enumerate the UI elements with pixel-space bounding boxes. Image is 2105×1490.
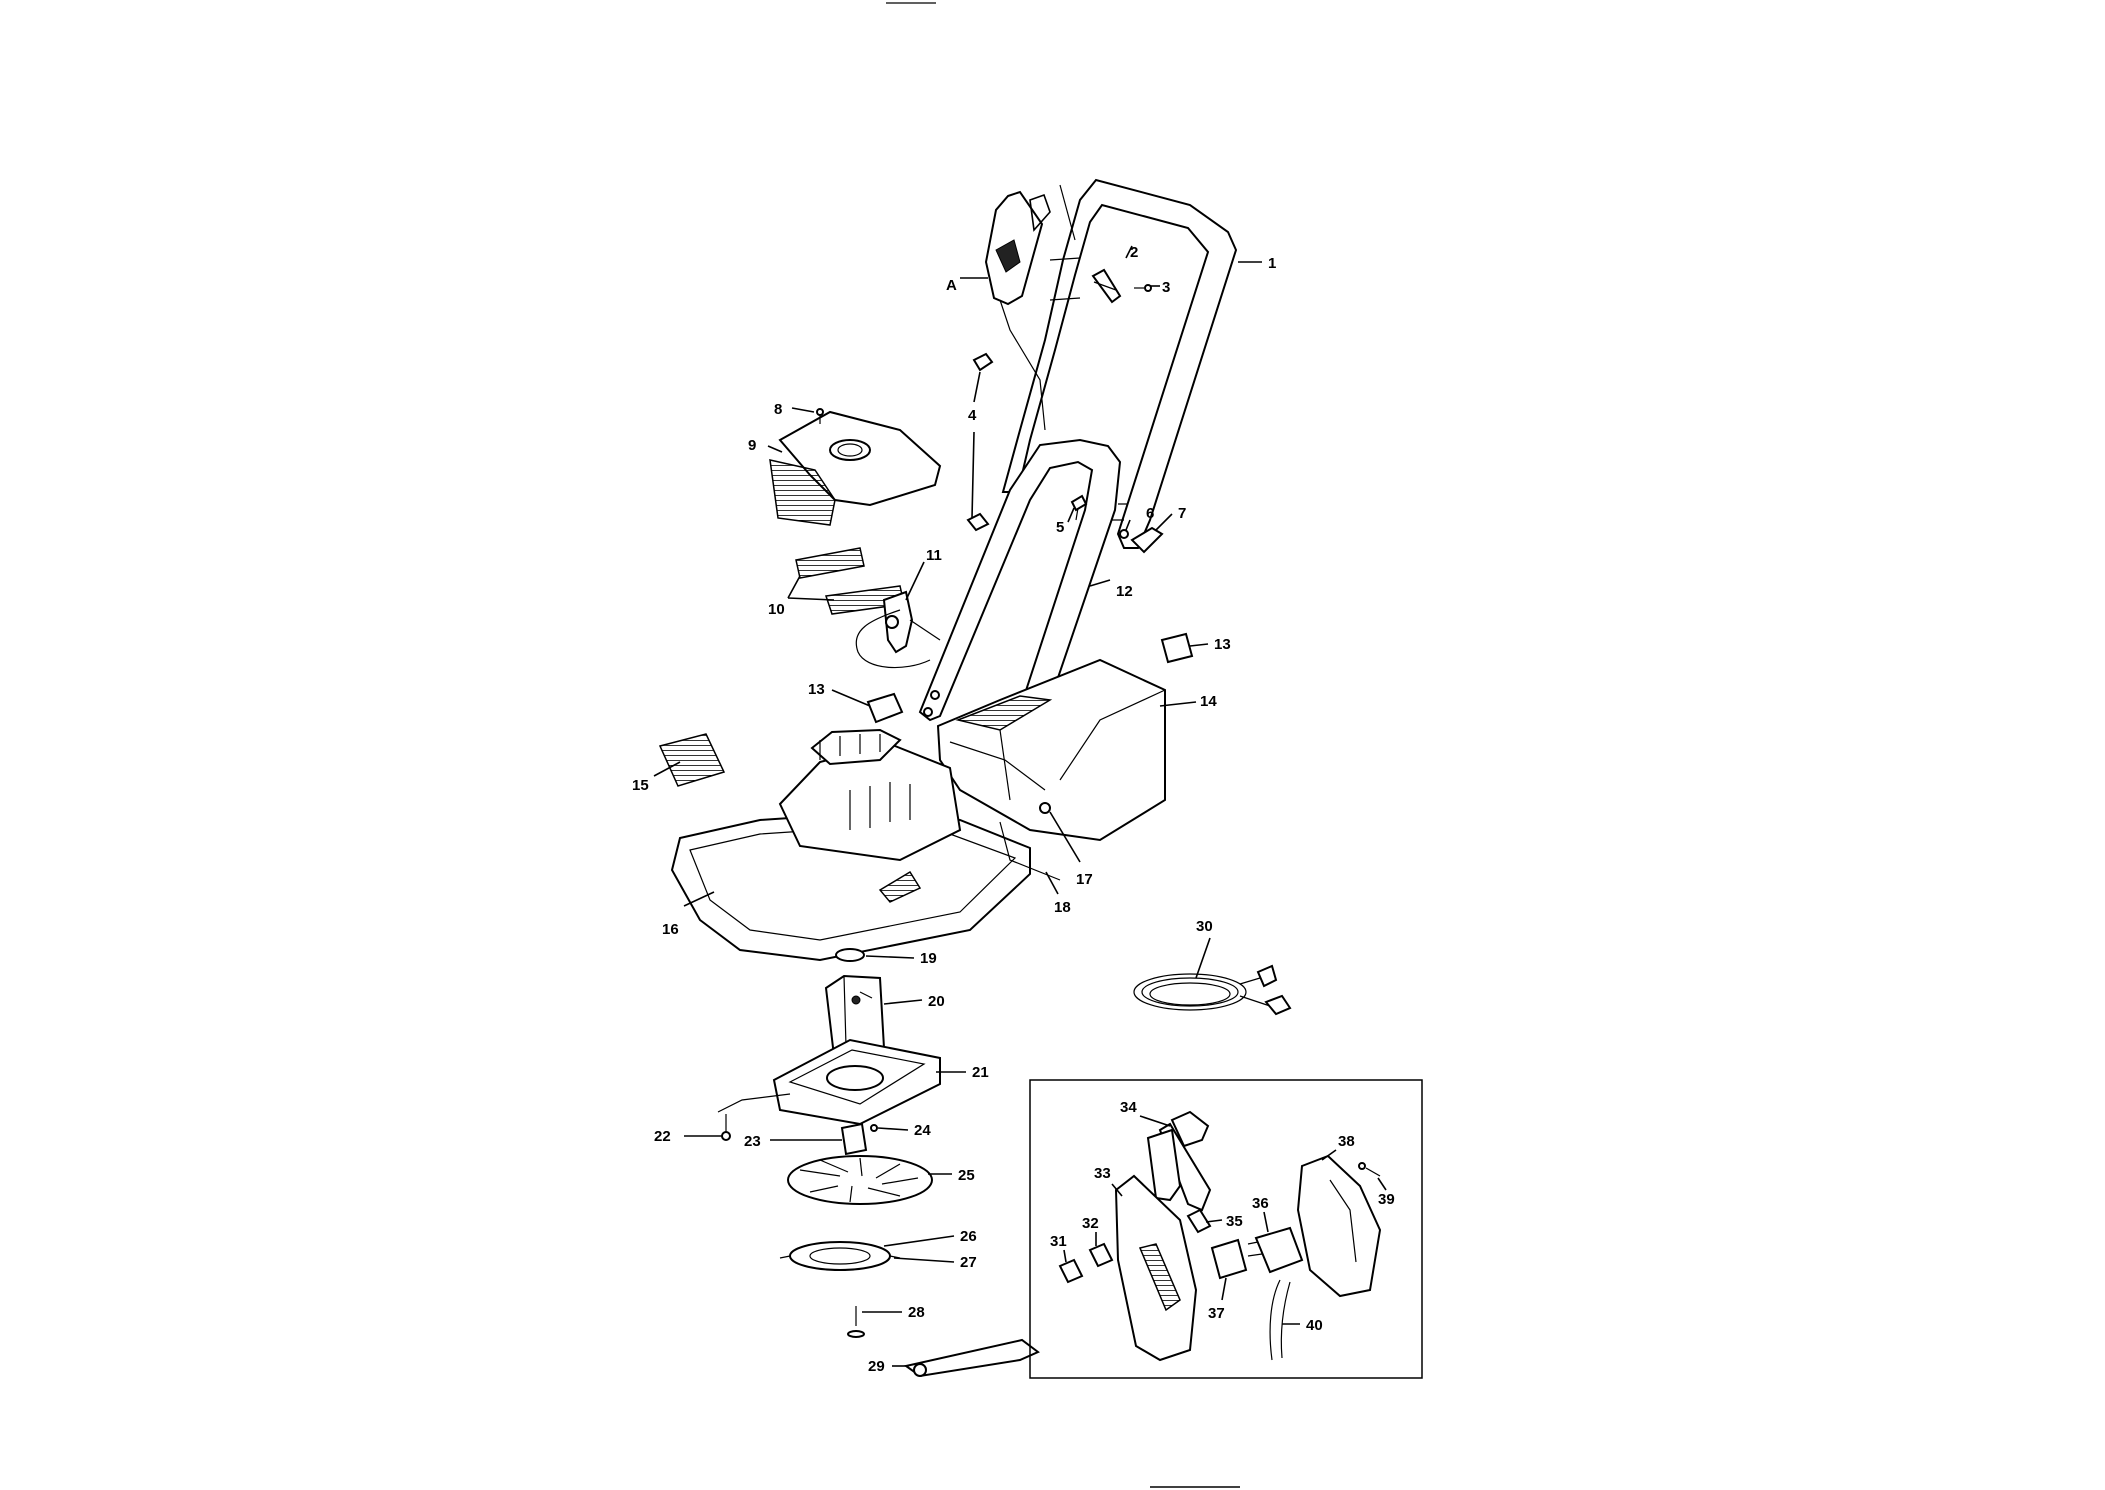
callout-18: 18 [1054,899,1071,916]
callout-A: A [946,277,957,294]
callout-40: 40 [1306,1317,1323,1334]
label-sticker-15 [658,733,726,787]
switch-parts-10 [795,547,905,615]
callout-19: 19 [920,950,937,967]
callout-4: 4 [968,407,977,424]
switch-box [984,190,1081,431]
handle-knob [1091,268,1152,304]
screw-39 [1358,1162,1381,1177]
callout-31: 31 [1050,1233,1067,1250]
callout-20: 20 [928,993,945,1010]
fan-25 [787,1155,933,1205]
spring-35 [1186,1208,1212,1234]
leader-lines [653,245,1387,1367]
callout-9: 9 [748,437,756,454]
callout-25: 25 [958,1167,975,1184]
callout-24: 24 [914,1122,931,1139]
motor-cover [769,410,942,526]
callout-5: 5 [1056,519,1064,536]
upper-handle [1001,178,1238,549]
spanner-29 [903,1338,1040,1378]
callout-1: 1 [1268,255,1276,272]
callout-27: 27 [960,1254,977,1271]
callout-3: 3 [1162,279,1170,296]
power-cable-30 [1133,964,1292,1016]
callout-15: 15 [632,777,649,794]
callout-8: 8 [774,401,782,418]
callout-labels: A 1 2 3 4 5 6 7 8 9 10 11 12 13 13 14 15… [632,244,1395,1375]
callout-32: 32 [1082,1215,1099,1232]
o-ring-19 [835,948,865,962]
plug-36 [1247,1226,1304,1274]
callout-6: 6 [1146,505,1154,522]
motor-mount-21 [772,1038,941,1126]
callout-23: 23 [744,1133,761,1150]
callout-21: 21 [972,1064,989,1081]
label-sticker-13a [866,692,904,724]
detail-inset-frame [1029,1079,1423,1379]
callout-36: 36 [1252,1195,1269,1212]
cable-holder-11 [855,590,941,669]
callout-30: 30 [1196,918,1213,935]
callout-29: 29 [868,1358,885,1375]
blade-disc-26 [779,1241,901,1271]
callout-39: 39 [1378,1191,1395,1208]
clip-37 [1210,1238,1248,1280]
callout-26: 26 [960,1228,977,1245]
callout-11: 11 [926,547,942,564]
callout-12: 12 [1116,583,1133,600]
washer-24 [870,1124,878,1132]
hub-23 [840,1122,868,1156]
callout-37: 37 [1208,1305,1225,1322]
callout-7: 7 [1178,505,1186,522]
screw-8 [816,408,824,424]
callout-2: 2 [1130,244,1138,261]
blade-bolt-28 [847,1306,865,1338]
cable-40 [1269,1279,1291,1361]
callout-28: 28 [908,1304,925,1321]
callout-13b: 13 [1214,636,1231,653]
switch-lever-34 [1146,1110,1212,1212]
callout-13a: 13 [808,681,825,698]
callout-16: 16 [662,921,679,938]
handle-clamp-4 [966,352,994,532]
grass-box [936,658,1166,842]
callout-38: 38 [1338,1133,1355,1150]
callout-35: 35 [1226,1213,1243,1230]
screw-22 [717,1093,791,1141]
callout-22: 22 [654,1128,671,1145]
switch-housing-33 [1114,1174,1198,1362]
callout-10: 10 [768,601,785,618]
knob-6-7 [1119,526,1164,554]
hover-deck [670,728,1031,962]
callout-14: 14 [1200,693,1217,710]
switch-parts-31-32 [1058,1242,1114,1284]
bolt-5 [1070,494,1088,521]
housing-38 [1296,1154,1382,1298]
label-sticker-13b [1160,632,1194,664]
callout-33: 33 [1094,1165,1111,1182]
callout-34: 34 [1120,1099,1137,1116]
deck-pin-18 [999,821,1061,881]
callout-17: 17 [1076,871,1093,888]
